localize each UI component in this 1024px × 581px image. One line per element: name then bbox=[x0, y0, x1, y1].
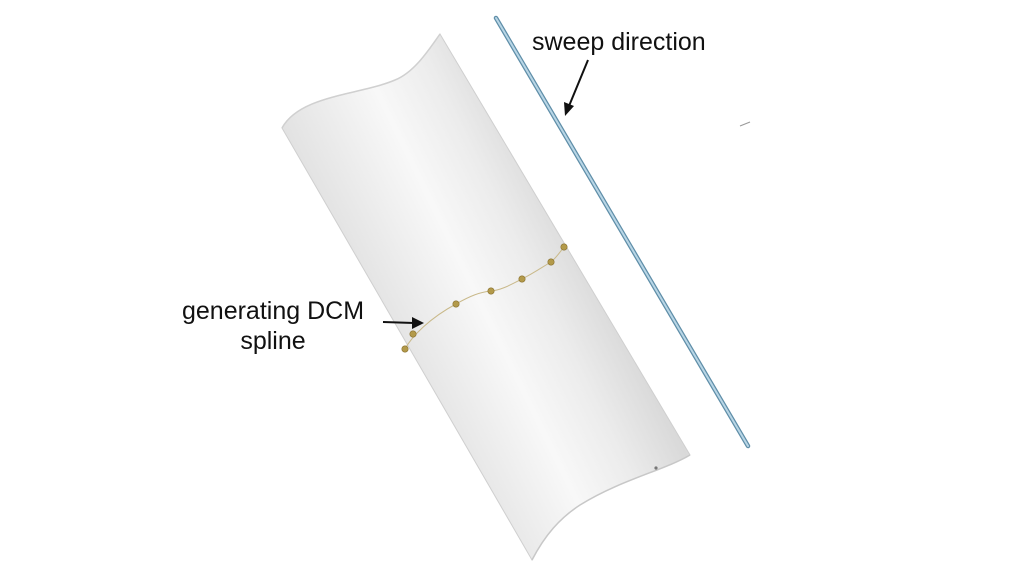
spline-point bbox=[409, 330, 417, 338]
arrow-down-left-icon bbox=[564, 59, 589, 116]
sweep-direction-line-highlight bbox=[495, 17, 749, 447]
spline-point bbox=[487, 287, 495, 295]
spline-points bbox=[401, 243, 568, 353]
spline-point bbox=[547, 258, 555, 266]
spline-label-line1: generating DCM bbox=[181, 297, 365, 325]
sweep-direction-label: sweep direction bbox=[532, 28, 706, 56]
generating-spline-label: generating DCM spline bbox=[175, 296, 371, 356]
stray-stroke bbox=[739, 121, 751, 127]
spline-point bbox=[518, 275, 526, 283]
surface-mark bbox=[654, 466, 658, 470]
spline-point bbox=[452, 300, 460, 308]
spline-point bbox=[401, 345, 409, 353]
surface-bottom-edge bbox=[531, 454, 691, 561]
spline-point bbox=[560, 243, 568, 251]
spline-label-line2: spline bbox=[240, 327, 306, 355]
arrow-right-icon bbox=[382, 317, 424, 329]
surface-top-edge bbox=[281, 33, 441, 129]
